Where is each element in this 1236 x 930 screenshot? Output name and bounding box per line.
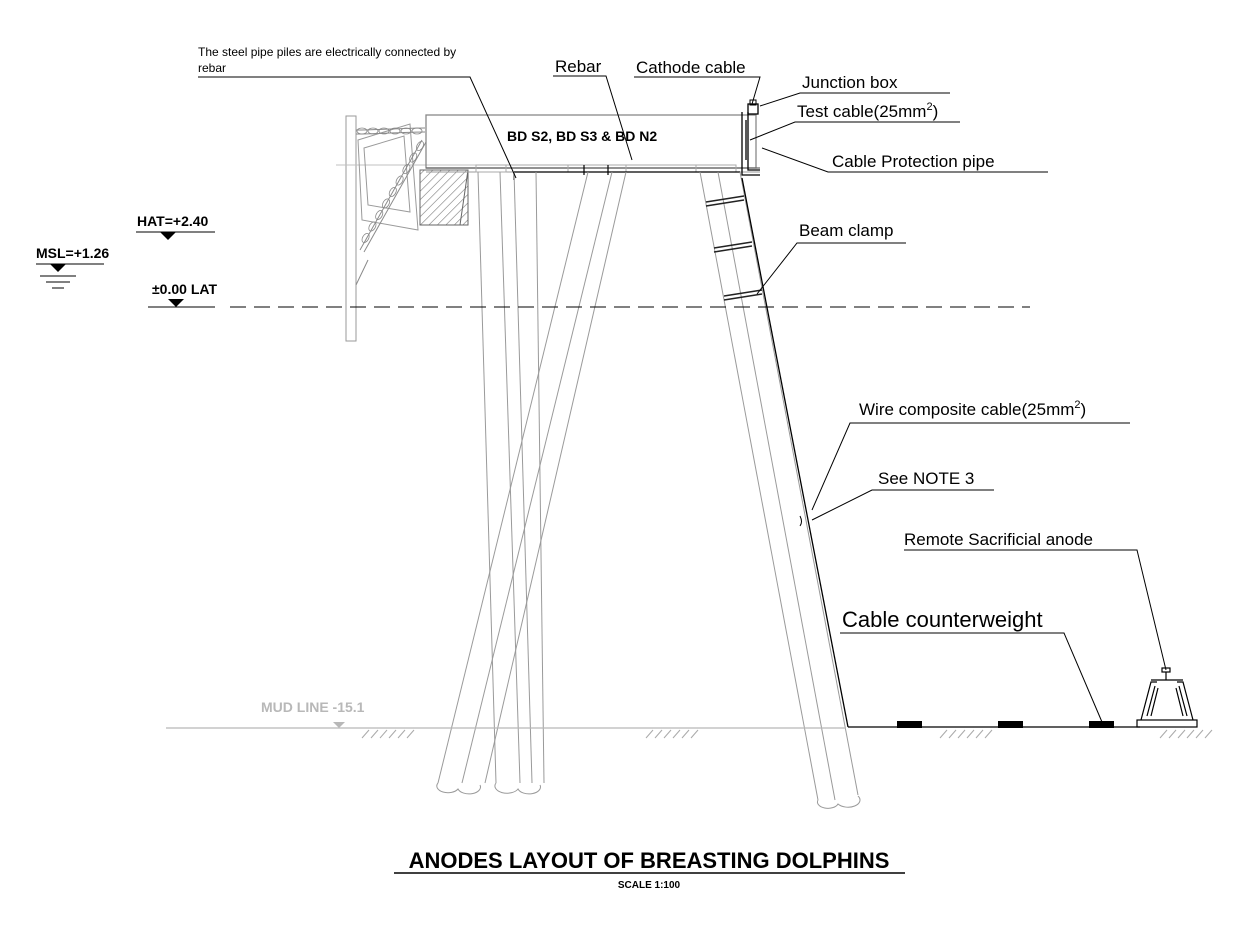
seabed-hatch-mark [370, 729, 379, 739]
seabed-hatch-mark [939, 729, 948, 739]
msl-marker [36, 263, 104, 289]
seabed-hatch-mark [1168, 729, 1177, 739]
seabed-hatch-mark [681, 729, 690, 739]
chain-link [378, 127, 390, 135]
chain-link [361, 233, 370, 243]
seabed-hatch-mark [984, 729, 993, 739]
chain-link [389, 127, 401, 135]
cable-counterweight-label: Cable counterweight [842, 607, 1043, 632]
seabed-hatch-mark [957, 729, 966, 739]
cable-protection-pipe [741, 112, 760, 176]
chain-link [415, 141, 425, 151]
seabed-hatch-mark [975, 729, 984, 739]
hat-marker-icon [160, 232, 176, 240]
composite-cable [741, 177, 1140, 728]
seabed-hatch-mark [406, 729, 415, 739]
drawing-title: ANODES LAYOUT OF BREASTING DOLPHINS [409, 848, 890, 873]
rebar-line [513, 165, 740, 180]
fender-chain-links [356, 127, 425, 243]
chain-link [375, 210, 384, 220]
chain-link [381, 198, 391, 209]
steel-pipe-piles [436, 171, 861, 809]
seabed-hatch-mark [966, 729, 975, 739]
seabed-hatch-mark [379, 729, 388, 739]
seabed-hatch-mark [1159, 729, 1168, 739]
cable-protection-pipe-label: Cable Protection pipe [832, 152, 995, 171]
seabed-hatch-mark [645, 729, 654, 739]
steel-pipe-note-line1: The steel pipe piles are electrically co… [198, 45, 456, 59]
see-note-label: See NOTE 3 [878, 469, 974, 488]
seabed-hatch-mark [361, 729, 370, 739]
seabed-hatch-mark [1195, 729, 1204, 739]
msl-label: MSL=+1.26 [36, 245, 109, 261]
chain-link [402, 164, 411, 174]
seabed-hatch-mark [948, 729, 957, 739]
lat-label: ±0.00 LAT [152, 281, 217, 297]
leader-lines [198, 75, 1167, 723]
mud-line-marker-icon [333, 722, 345, 728]
dolphin-ids-label: BD S2, BD S3 & BD N2 [507, 128, 657, 144]
chain-link [367, 127, 379, 135]
seabed-hatch-mark [1186, 729, 1195, 739]
beam-clamps [705, 195, 763, 301]
junction-box [747, 103, 759, 115]
beam-clamp-label: Beam clamp [799, 221, 893, 240]
remote-anode-label: Remote Sacrificial anode [904, 530, 1093, 549]
fender-block [419, 169, 469, 226]
chain-link [388, 187, 397, 197]
test-cable-label: Test cable(25mm2) [797, 101, 938, 121]
chain-link [409, 152, 418, 163]
chain-link [368, 221, 377, 232]
seabed-hatch-mark [1177, 729, 1186, 739]
seabed-hatch-mark [388, 729, 397, 739]
seabed-hatch-mark [690, 729, 699, 739]
fender-block-hatched [419, 169, 469, 226]
seabed-hatch-mark [672, 729, 681, 739]
junction-box-label: Junction box [802, 73, 898, 92]
seabed-hatch-mark [1204, 729, 1213, 739]
lat-marker-icon [168, 299, 184, 307]
hat-label: HAT=+2.40 [137, 213, 209, 229]
seabed-hatching [361, 729, 1213, 739]
drawing-scale: SCALE 1:100 [618, 880, 681, 891]
steel-pipe-note-line2: rebar [198, 61, 226, 75]
rebar-label: Rebar [555, 57, 602, 76]
fender-chain [355, 127, 427, 286]
cable-counterweights [897, 721, 1114, 728]
chain-link [356, 127, 368, 135]
chain-link [411, 127, 423, 135]
mud-line-label: MUD LINE -15.1 [261, 699, 365, 715]
seabed-hatch-mark [663, 729, 672, 739]
seabed-hatch-mark [654, 729, 663, 739]
remote-sacrificial-anode [1136, 667, 1198, 728]
cathode-cable-label: Cathode cable [636, 58, 746, 77]
chain-link [400, 127, 412, 135]
chain-link [395, 175, 404, 186]
seabed-hatch-mark [397, 729, 406, 739]
wire-composite-cable-label: Wire composite cable(25mm2) [859, 399, 1086, 419]
